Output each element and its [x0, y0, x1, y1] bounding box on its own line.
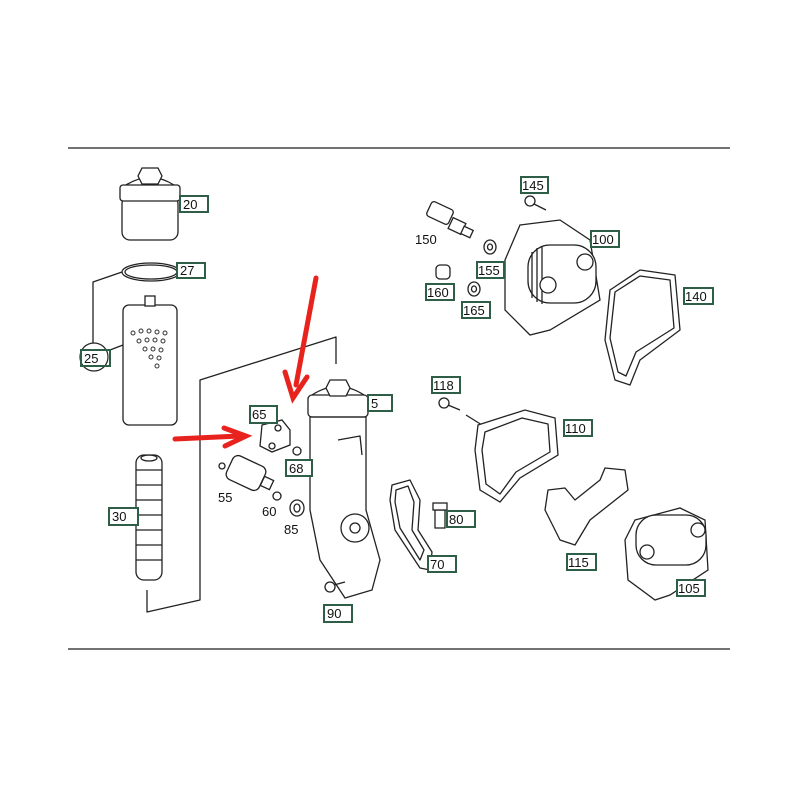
label-155[interactable]: 155 — [476, 261, 505, 279]
part-seal-ring — [292, 446, 302, 456]
svg-text:115: 115 — [568, 555, 589, 570]
part-seal-155 — [483, 239, 497, 255]
red-arrow-down — [282, 275, 319, 404]
svg-text:70: 70 — [430, 557, 444, 572]
label-115[interactable]: 115 — [566, 553, 597, 571]
part-standpipe — [135, 454, 163, 581]
svg-text:68: 68 — [289, 461, 303, 476]
svg-text:65: 65 — [252, 407, 266, 422]
part-gasket-cooler — [604, 269, 681, 386]
part-bolt-145 — [524, 195, 547, 211]
part-cover — [474, 409, 559, 503]
label-160[interactable]: 160 — [425, 283, 455, 301]
label-60[interactable]: 60 — [262, 504, 276, 519]
part-temp-sensor — [426, 201, 475, 239]
svg-text:155: 155 — [478, 263, 500, 278]
label-70[interactable]: 70 — [427, 555, 457, 573]
svg-text:100: 100 — [592, 232, 614, 247]
label-100[interactable]: 100 — [590, 230, 620, 248]
part-seal — [289, 499, 305, 517]
label-27[interactable]: 27 — [176, 262, 206, 279]
part-valve — [218, 454, 275, 492]
svg-text:140: 140 — [685, 289, 707, 304]
label-165[interactable]: 165 — [461, 301, 491, 319]
label-145[interactable]: 145 — [520, 176, 549, 194]
label-85[interactable]: 85 — [284, 522, 298, 537]
label-55[interactable]: 55 — [218, 490, 232, 505]
svg-text:160: 160 — [427, 285, 449, 300]
label-118[interactable]: 118 — [431, 376, 461, 394]
label-105[interactable]: 105 — [676, 579, 706, 597]
part-filter-element — [122, 295, 178, 426]
label-5[interactable]: 5 — [367, 394, 393, 412]
red-arrow-right — [172, 425, 253, 449]
part-bolt — [324, 581, 346, 593]
svg-text:80: 80 — [449, 512, 463, 527]
svg-text:165: 165 — [463, 303, 485, 318]
svg-text:30: 30 — [112, 509, 126, 524]
svg-text:90: 90 — [327, 606, 341, 621]
label-110[interactable]: 110 — [563, 419, 593, 437]
part-gasket-cover — [544, 467, 629, 546]
svg-text:5: 5 — [371, 396, 378, 411]
label-80[interactable]: 80 — [446, 510, 476, 528]
svg-text:110: 110 — [565, 421, 586, 436]
part-seal-165 — [467, 281, 481, 297]
part-bolt-118 — [438, 397, 483, 426]
part-sensor-switch — [432, 502, 448, 529]
label-25[interactable]: 25 — [79, 342, 111, 372]
label-65[interactable]: 65 — [249, 405, 278, 424]
svg-text:105: 105 — [678, 581, 700, 596]
label-140[interactable]: 140 — [683, 287, 714, 305]
label-150[interactable]: 150 — [415, 232, 437, 247]
label-30[interactable]: 30 — [108, 507, 139, 526]
svg-text:20: 20 — [183, 197, 197, 212]
svg-text:25: 25 — [84, 351, 98, 366]
part-washer — [272, 491, 282, 501]
part-filter-housing — [307, 379, 381, 599]
part-plug — [435, 264, 451, 280]
part-o-ring — [121, 262, 181, 282]
part-oil-cooler-2 — [624, 507, 709, 601]
label-20[interactable]: 20 — [179, 195, 209, 213]
svg-text:145: 145 — [522, 178, 544, 193]
svg-text:118: 118 — [433, 378, 454, 393]
part-oil-cooler — [504, 219, 601, 336]
part-bracket — [259, 419, 291, 453]
label-68[interactable]: 68 — [285, 459, 313, 477]
svg-text:27: 27 — [180, 263, 194, 278]
label-90[interactable]: 90 — [323, 604, 353, 623]
part-filter-cap — [119, 167, 181, 241]
